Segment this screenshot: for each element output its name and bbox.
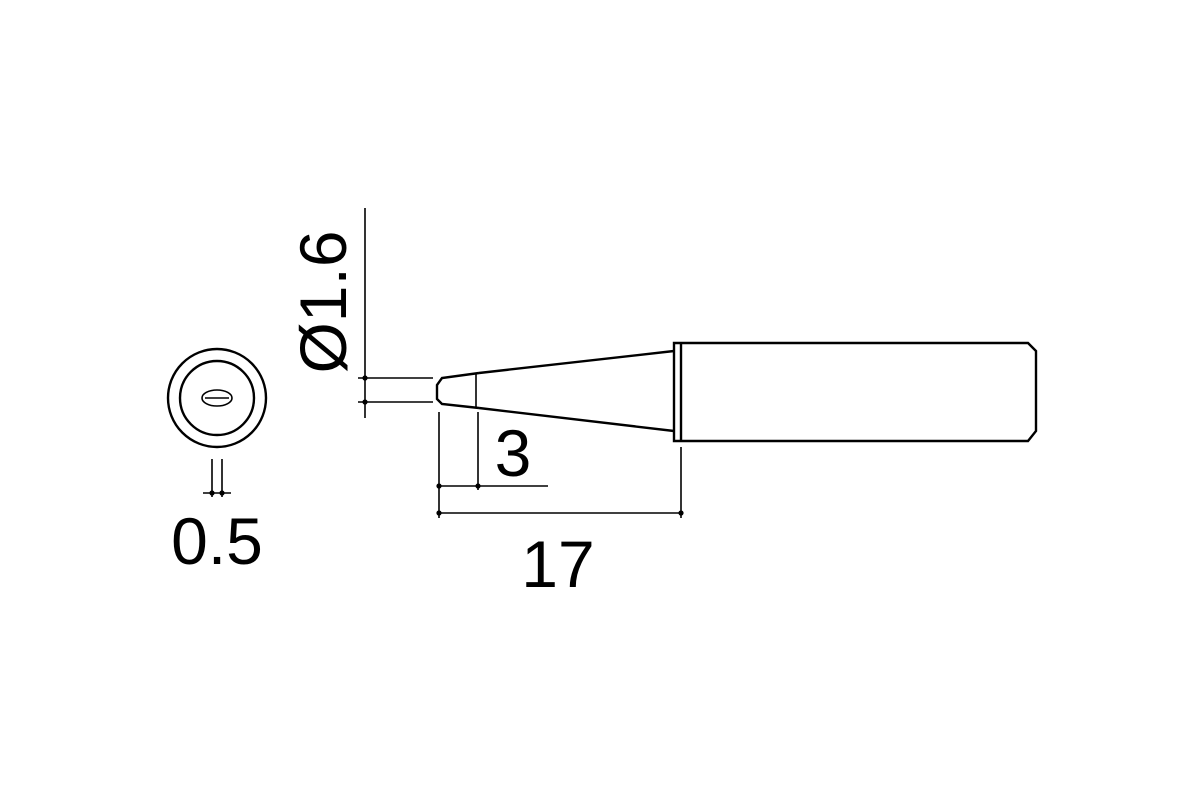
length-dimension: 17 [436,447,684,601]
end-view-tip-face [201,389,233,407]
end-view: 0.5 [166,347,268,578]
diameter-dimension: Ø1.6 [286,208,433,418]
tip-taper-top [478,349,675,375]
end-view-outer-circle [166,347,268,449]
bevel-dimension: 3 [436,412,548,490]
thickness-arrow-right [219,490,225,496]
tip-taper-bottom [478,406,675,433]
thickness-arrow-left [209,490,215,496]
side-view [435,341,1038,443]
tip-shank [672,341,1038,443]
length-arrow-right [678,510,684,516]
tip-chisel-end [435,371,480,410]
bevel-arrow-right [475,483,481,489]
bevel-arrow-left [436,483,442,489]
bevel-label: 3 [495,416,532,490]
length-arrow-left [436,510,442,516]
diameter-arrow-bottom [362,399,368,405]
length-label: 17 [521,527,594,601]
end-view-inner-circle [178,359,256,437]
thickness-label: 0.5 [171,504,263,578]
diameter-arrow-top [362,375,368,381]
diameter-label: Ø1.6 [286,230,360,373]
